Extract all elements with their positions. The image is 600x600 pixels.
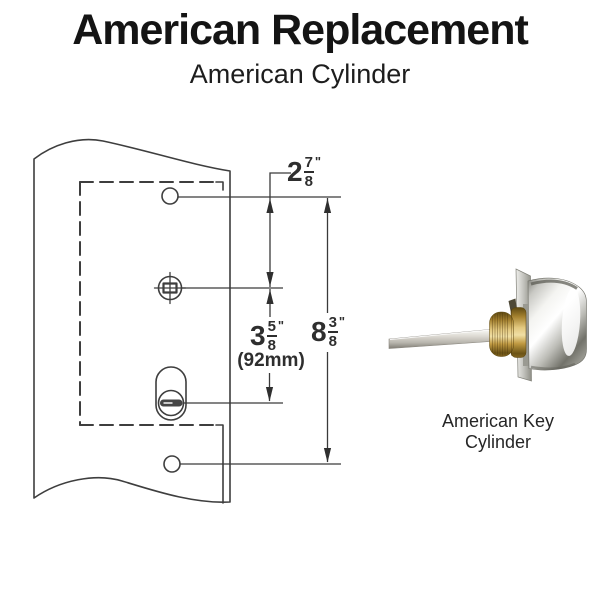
cylinder-neck (523, 304, 532, 366)
spindle-hole (153, 271, 187, 305)
faceplate-drawing (33, 138, 231, 504)
dimension-label-overall: 8 3 8 " (311, 315, 345, 349)
inch-mark: " (314, 154, 322, 169)
body-bottom-shade (530, 362, 576, 371)
key-cylinder-photo (388, 268, 587, 382)
arrow-up-3 (323, 198, 332, 213)
screw-hole-bottom (163, 455, 181, 473)
product-caption: American Key Cylinder (398, 411, 598, 452)
arrow-down-1 (266, 272, 274, 287)
keyway-slot-highlight (163, 402, 173, 404)
dim-fraction: 3 8 (327, 314, 338, 350)
dim-fraction: 5 8 (266, 318, 277, 354)
page-subtitle: American Cylinder (189, 59, 411, 89)
arrow-up-2 (266, 289, 274, 304)
body-highlight (561, 288, 581, 356)
product-caption-line2: Cylinder (464, 431, 532, 452)
arrow-up-1 (266, 198, 274, 213)
inch-mark: " (338, 314, 346, 329)
dimension-label-metric: (92mm) (237, 350, 305, 371)
dim-whole: 3 (250, 320, 266, 351)
arrow-down-2 (265, 387, 274, 402)
knurl-texture (492, 309, 512, 356)
dimension-label-center-to-keyway: 3 5 8 " (250, 319, 284, 353)
keyway-oval (155, 366, 187, 421)
brass-knurled-ring (489, 311, 514, 357)
body-top-shade (530, 279, 578, 290)
product-caption-line1: American Key (441, 411, 555, 431)
inch-mark: " (277, 318, 285, 333)
page-title: American Replacement (72, 6, 529, 54)
arrow-down-3 (323, 448, 332, 463)
spindle-square (162, 282, 178, 294)
dim-whole: 8 (311, 316, 327, 347)
screw-hole-top (161, 187, 179, 205)
leader-dim-top (269, 172, 291, 287)
cylinder-keyway (155, 366, 187, 421)
plate-step-bottom (215, 424, 224, 504)
dim-fraction: 7 8 (303, 154, 314, 190)
blade-highlight (389, 329, 490, 340)
plate-outline (33, 138, 231, 503)
hidden-plate-outline (79, 181, 216, 426)
plate-step-top (215, 181, 224, 191)
dim-whole: 2 (287, 156, 303, 187)
cylinder-tailpiece-blade (388, 329, 491, 349)
dimension-arrows (265, 198, 332, 463)
dimension-label-top-spacing: 2 7 8 " (287, 155, 321, 189)
